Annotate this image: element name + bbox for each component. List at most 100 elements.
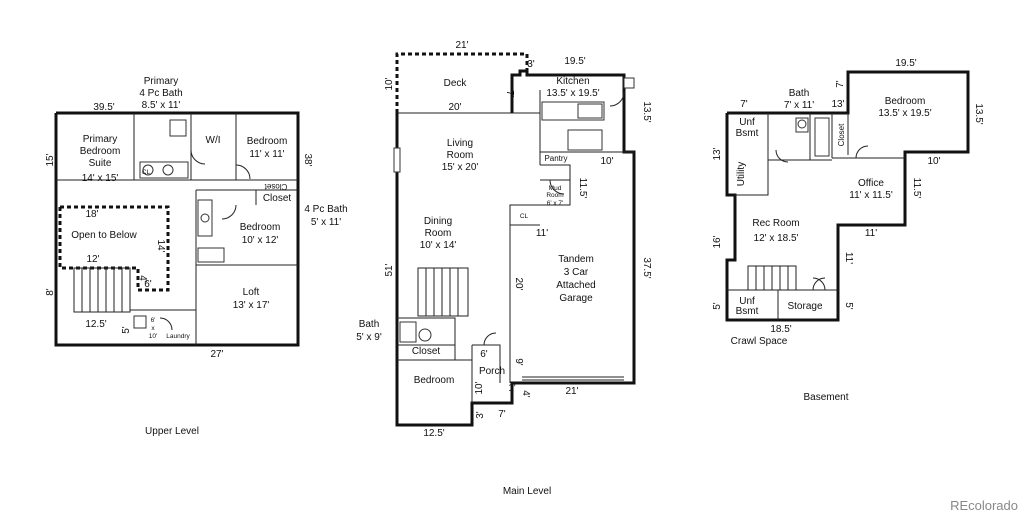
dimension-label: 11.5' xyxy=(577,178,588,199)
bath-label: 4 Pc Bath xyxy=(304,204,347,215)
primary-bath-dimensions: 8.5' x 11' xyxy=(142,100,181,111)
dimension-label: 5' xyxy=(121,326,132,334)
dimension-label: 11' xyxy=(536,228,548,239)
dimension-label: 37.5' xyxy=(641,257,652,278)
dimension-label: 16' xyxy=(712,235,723,248)
office-label: Office xyxy=(858,178,884,189)
unfinished-basement-label: Bsmt xyxy=(736,306,759,317)
garage-label: Garage xyxy=(559,293,593,304)
cl-label: CL xyxy=(142,169,151,176)
kitchen-label: Kitchen xyxy=(556,76,589,87)
unfinished-basement-label: Bsmt xyxy=(736,128,759,139)
basement-plan: Unf Bsmt Bath 7' x 11' Bedroom 13.5' x 1… xyxy=(712,58,984,403)
dimension-label: 12.5' xyxy=(423,428,444,439)
primary-suite-label: Bedroom xyxy=(80,146,121,157)
primary-suite-label: Suite xyxy=(89,158,112,169)
bedroom-label: Bedroom xyxy=(240,222,281,233)
living-room-label: Room xyxy=(447,150,474,161)
laundry-dimensions: 6' xyxy=(151,317,156,324)
unfinished-basement-label: Unf xyxy=(739,296,755,307)
dimension-label: 5' xyxy=(712,302,723,310)
walk-in-closet-label: W/I xyxy=(206,135,221,146)
mud-room-label: Room xyxy=(546,192,563,199)
bedroom-label: Bedroom xyxy=(885,96,926,107)
rec-room-label: Rec Room xyxy=(752,218,799,229)
dimension-label: 21' xyxy=(455,40,468,51)
dining-room-label: Room xyxy=(425,228,452,239)
dimension-label: 13.5' xyxy=(973,103,984,124)
main-level-caption: Main Level xyxy=(503,486,551,497)
dimension-label: 9' xyxy=(513,358,524,366)
dimension-label: 6' xyxy=(144,279,152,290)
dimension-label: 20' xyxy=(513,277,524,290)
closet-label: Closet xyxy=(837,123,846,146)
crawl-space-label: Crawl Space xyxy=(731,336,788,347)
dimension-label: 27' xyxy=(210,349,223,360)
office-dimensions: 11' x 11.5' xyxy=(849,190,893,201)
dimension-label: 7' xyxy=(835,80,846,88)
upper-level-caption: Upper Level xyxy=(145,426,199,437)
dimension-label: 51' xyxy=(384,263,395,276)
dimension-label: 11' xyxy=(843,252,854,264)
dimension-label: 15' xyxy=(45,153,56,166)
kitchen-dimensions: 13.5' x 19.5' xyxy=(546,88,599,99)
dimension-label: 8' xyxy=(45,288,56,296)
dimension-label: 4' xyxy=(520,390,531,398)
dimension-label: 10' xyxy=(600,156,613,167)
mud-room-dimensions: 6' x 7' xyxy=(547,200,564,207)
dimension-label: 21' xyxy=(565,386,578,397)
dimension-label: 4' xyxy=(137,275,148,283)
laundry-label: Laundry xyxy=(166,333,190,340)
dimension-label: 10' xyxy=(384,77,395,90)
primary-bath-label: 4 Pc Bath xyxy=(139,88,182,99)
cl-label: CL xyxy=(520,213,529,220)
unfinished-basement-label: Unf xyxy=(739,117,755,128)
dimension-label: 13' xyxy=(712,147,723,160)
dimension-label: 38' xyxy=(302,153,313,166)
bedroom-label: Bedroom xyxy=(247,136,288,147)
bath-label: Bath xyxy=(789,88,810,99)
deck-dimension: 20' xyxy=(448,102,461,113)
dimension-label: 10' xyxy=(927,156,940,167)
storage-label: Storage xyxy=(787,301,822,312)
closet-label: Closet xyxy=(412,346,441,357)
bedroom-dimensions: 13.5' x 19.5' xyxy=(878,108,931,119)
closet-label-rotated: Closet xyxy=(264,182,287,191)
dining-room-dimensions: 10' x 14' xyxy=(420,240,457,251)
dimension-label: 13' xyxy=(831,99,844,110)
dimension-label: 5' xyxy=(843,302,854,310)
rec-room-dimensions: 12' x 18.5' xyxy=(754,233,799,244)
open-to-below-label: Open to Below xyxy=(71,230,137,241)
dimension-label: 7' xyxy=(504,90,515,98)
bath-dimensions: 7' x 11' xyxy=(784,100,814,111)
bath-label: Bath xyxy=(359,319,380,330)
dimension-label: 7' xyxy=(498,409,506,420)
dimension-label: 11' xyxy=(865,228,877,239)
bedroom-dimensions: 11' x 11' xyxy=(249,149,284,160)
loft-label: Loft xyxy=(243,287,260,298)
dimension-label: 19.5' xyxy=(895,58,916,69)
bedroom-dimensions: 10' x 12' xyxy=(242,235,279,246)
dimension-label: 7' xyxy=(740,99,748,110)
bath-dimensions: 5' x 11' xyxy=(311,217,341,228)
closet-label: Closet xyxy=(263,193,292,204)
bedroom-label: Bedroom xyxy=(414,375,455,386)
primary-suite-dimensions: 14' x 15' xyxy=(82,173,119,184)
dining-room-label: Dining xyxy=(424,216,452,227)
laundry-dimensions: 10' xyxy=(149,333,157,340)
laundry-dimensions: x xyxy=(151,325,155,332)
dimension-label: 3' xyxy=(475,411,486,419)
pantry-label: Pantry xyxy=(544,154,567,163)
dimension-label: 3' xyxy=(527,59,535,70)
bath-dimensions: 5' x 9' xyxy=(356,332,382,343)
garage-label: Tandem xyxy=(558,254,594,265)
dimension-label: 11.5' xyxy=(911,178,922,199)
dimension-label: 1' xyxy=(508,383,516,394)
dimension-label: 18' xyxy=(85,209,98,220)
dimension-label: 10' xyxy=(474,381,485,394)
main-level-plan: Deck 20' Kitchen 13.5' x 19.5' Living Ro… xyxy=(356,40,652,497)
dimension-label: 13.5' xyxy=(641,101,652,122)
upper-level-plan: Primary 4 Pc Bath 8.5' x 11' Primary Bed… xyxy=(45,76,348,437)
living-room-label: Living xyxy=(447,138,473,149)
